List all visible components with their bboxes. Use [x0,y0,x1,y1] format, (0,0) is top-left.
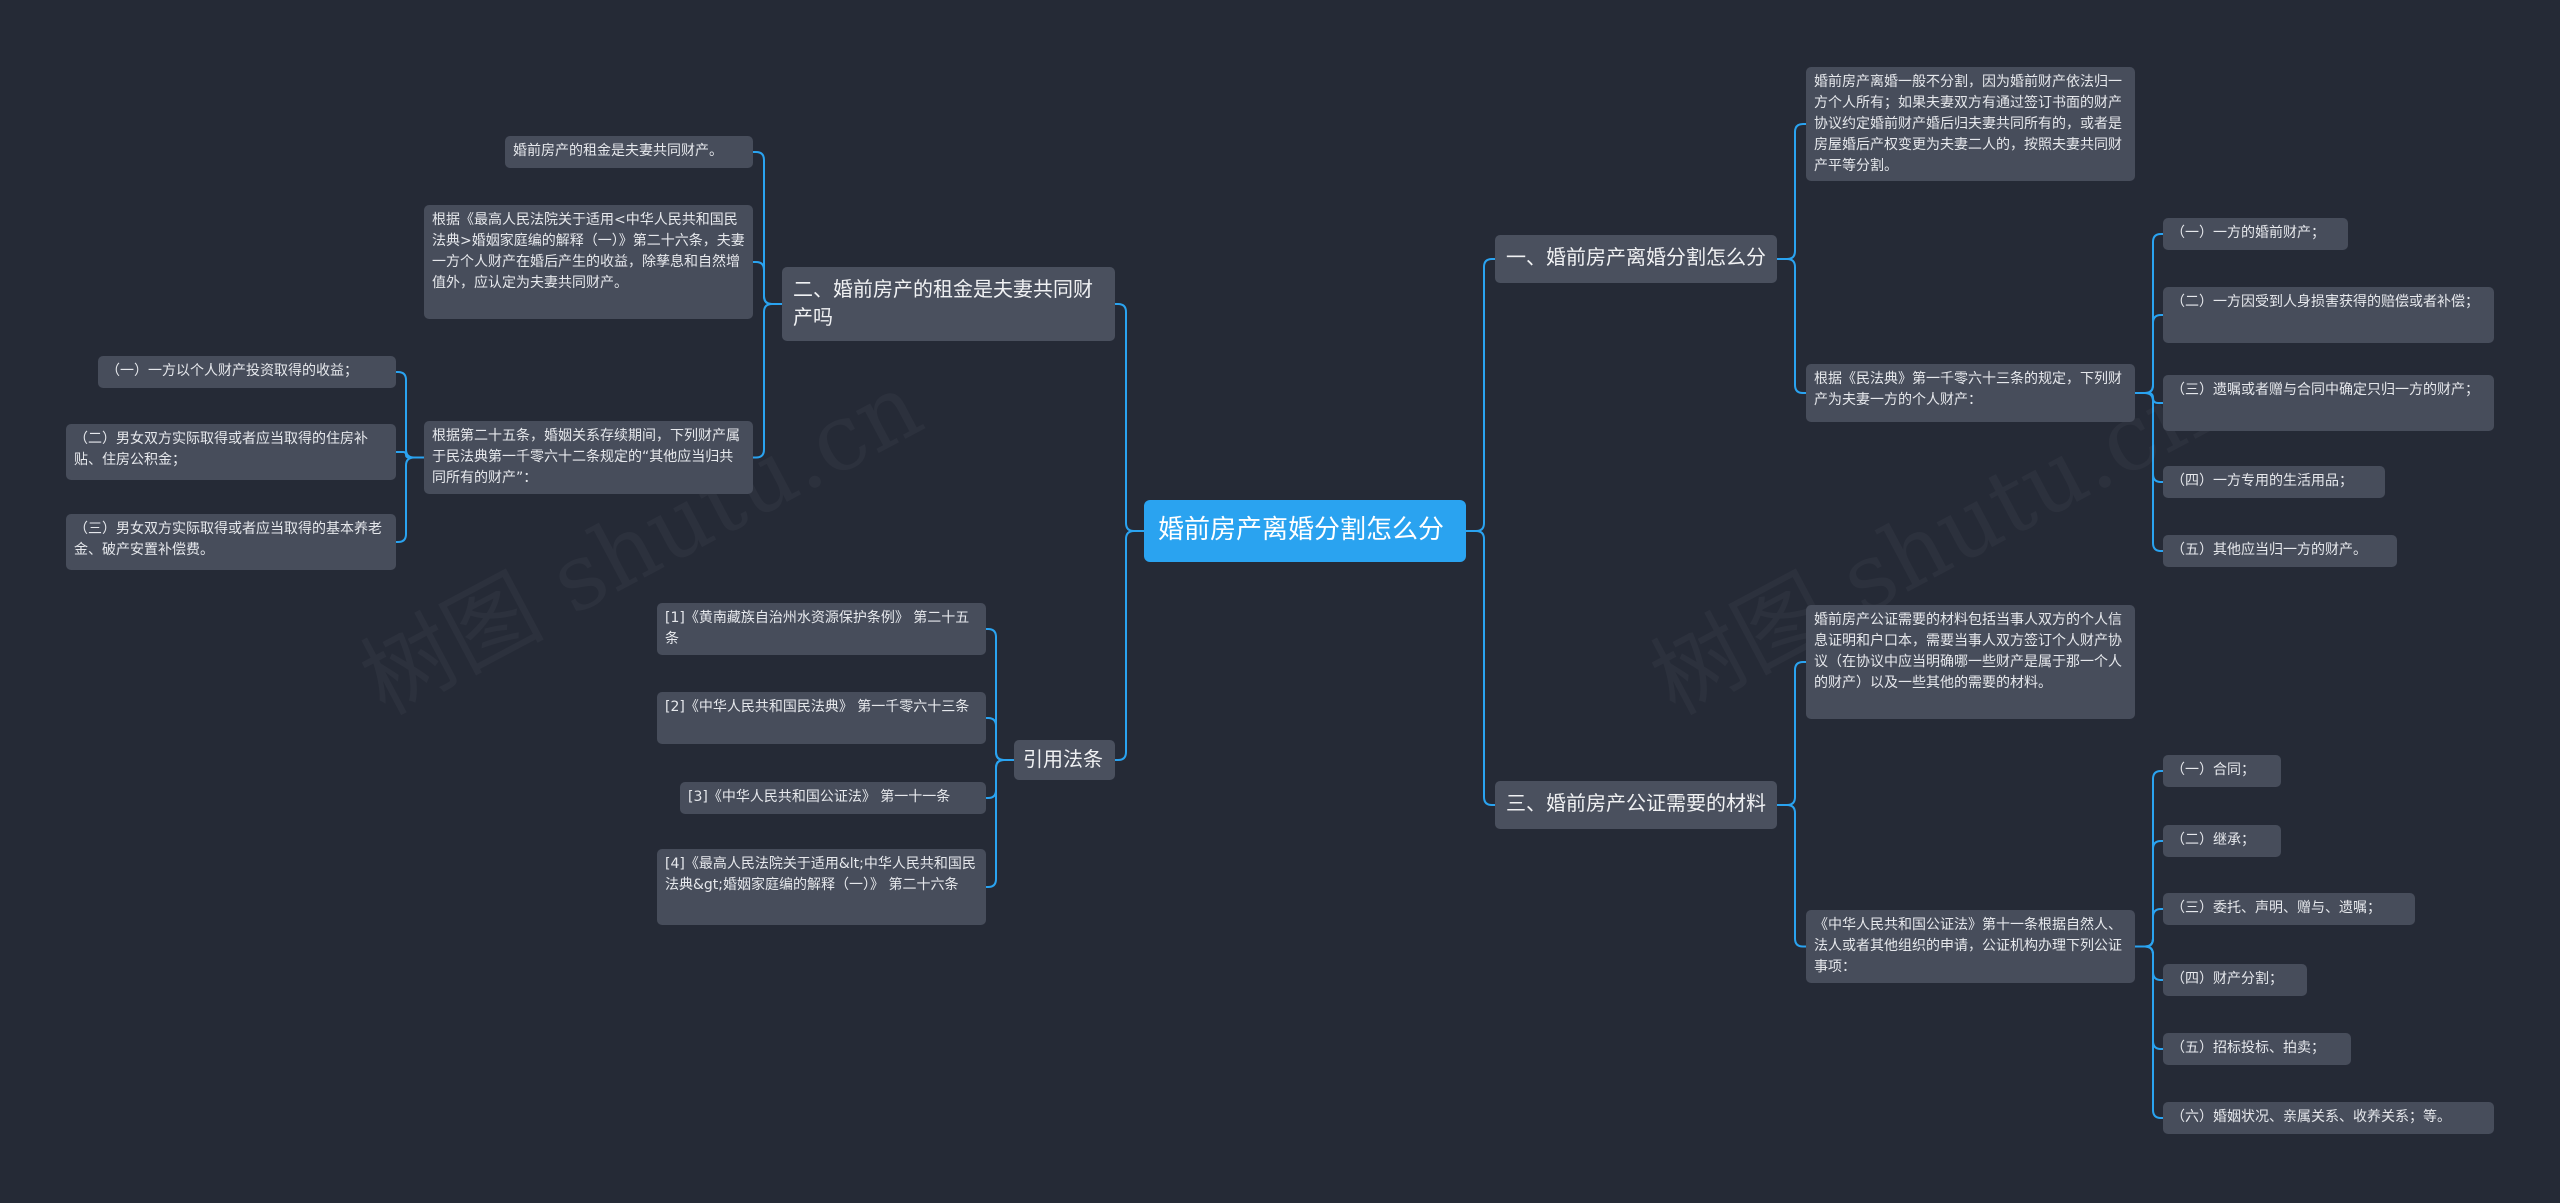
connector-line [2135,314,2163,394]
connector-line [2135,908,2163,948]
connector-line [2135,392,2163,552]
connector-line [1777,804,1806,948]
connector-line [753,261,782,305]
connector-line [2135,945,2163,981]
branch-2-item[interactable]: （三）男女双方实际取得或者应当取得的基本养老金、破产安置补偿费。 [66,514,396,570]
connector-line [2135,770,2163,948]
branch-3-paragraph-2[interactable]: 《中华人民共和国公证法》第十一条根据自然人、法人或者其他组织的申请，公证机构办理… [1806,910,2135,983]
connector-line [2135,840,2163,948]
connector-line [396,456,424,543]
reference-item[interactable]: [2]《中华人民共和国民法典》 第一千零六十三条 [657,692,986,744]
branch-3-item[interactable]: （六）婚姻状况、亲属关系、收养关系；等。 [2163,1102,2494,1134]
connector-line [2135,392,2163,483]
connector-line [1777,123,1806,260]
connector-line [2135,945,2163,1119]
connector-line [753,303,782,459]
branch-1-item[interactable]: （五）其他应当归一方的财产。 [2163,535,2397,567]
branch-1-item[interactable]: （二）一方因受到人身损害获得的赔偿或者补偿； [2163,287,2494,343]
connector-line [396,371,424,459]
connector-line [2135,945,2163,1050]
reference-item[interactable]: [1]《黄南藏族自治州水资源保护条例》 第二十五条 [657,603,986,655]
branch-3-item[interactable]: （五）招标投标、拍卖； [2163,1033,2351,1065]
connector-line [1466,258,1495,532]
branch-topic-3[interactable]: 三、婚前房产公证需要的材料 [1495,781,1777,829]
branch-1-item[interactable]: （一）一方的婚前财产； [2163,218,2348,250]
branch-topic-1[interactable]: 一、婚前房产离婚分割怎么分 [1495,235,1777,283]
root-topic[interactable]: 婚前房产离婚分割怎么分 [1144,500,1466,562]
connector-line [396,451,424,459]
connector-line [986,628,1014,761]
branch-2-item[interactable]: （二）男女双方实际取得或者应当取得的住房补贴、住房公积金； [66,424,396,480]
connector-line [986,717,1014,761]
branch-topic-2[interactable]: 二、婚前房产的租金是夫妻共同财产吗 [782,267,1115,341]
branch-3-item[interactable]: （四）财产分割； [2163,964,2307,996]
branch-3-item[interactable]: （一）合同； [2163,755,2281,787]
connector-line [1777,661,1806,806]
branch-2-paragraph-2[interactable]: 根据《最高人民法院关于适用<中华人民共和国民法典>婚姻家庭编的解释（一）》第二十… [424,205,753,319]
branch-2-paragraph-1[interactable]: 婚前房产的租金是夫妻共同财产。 [505,136,753,168]
connector-line [2135,233,2163,394]
branch-1-paragraph-1[interactable]: 婚前房产离婚一般不分割，因为婚前财产依法归一方个人所有；如果夫妻双方有通过签订书… [1806,67,2135,181]
branch-1-item[interactable]: （三）遗嘱或者赠与合同中确定只归一方的财产； [2163,375,2494,431]
branch-3-item[interactable]: （三）委托、声明、赠与、遗嘱； [2163,893,2415,925]
branch-2-paragraph-3[interactable]: 根据第二十五条，婚姻关系存续期间，下列财产属于民法典第一千零六十二条规定的“其他… [424,421,753,494]
branch-1-item[interactable]: （四）一方专用的生活用品； [2163,466,2385,498]
connector-line [986,759,1014,799]
branch-3-paragraph-1[interactable]: 婚前房产公证需要的材料包括当事人双方的个人信息证明和户口本，需要当事人双方签订个… [1806,605,2135,719]
connector-line [1466,530,1495,806]
connector-line [986,759,1014,888]
branch-2-item[interactable]: （一）一方以个人财产投资取得的收益； [98,356,396,388]
branch-1-paragraph-2[interactable]: 根据《民法典》第一千零六十三条的规定，下列财产为夫妻一方的个人财产： [1806,364,2135,422]
connector-line [1115,530,1144,761]
reference-item[interactable]: [3]《中华人民共和国公证法》 第一十一条 [680,782,986,814]
reference-item[interactable]: [4]《最高人民法院关于适用&lt;中华人民共和国民法典&gt;婚姻家庭编的解释… [657,849,986,925]
branch-topic-4[interactable]: 引用法条 [1014,740,1115,780]
connector-line [1115,303,1144,532]
connector-line [1777,258,1806,394]
connector-line [753,151,782,305]
branch-3-item[interactable]: （二）继承； [2163,825,2281,857]
